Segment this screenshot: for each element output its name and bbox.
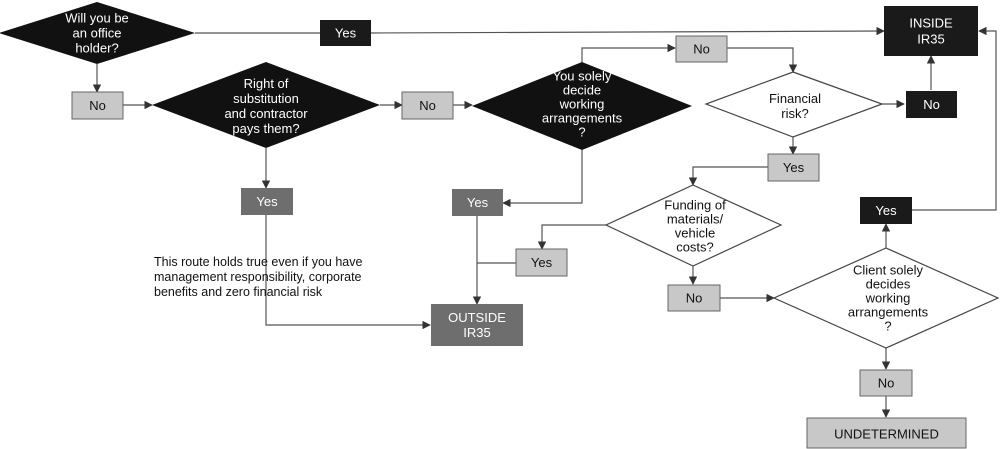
answer-yes-label: Yes [335,26,357,41]
edge-no-to-financial-risk [727,47,798,73]
answer-no-box: No [906,91,957,118]
answer-no-box: No [675,35,728,63]
answer-no-label: No [419,98,436,113]
outcome-undetermined: UNDETERMINED [806,417,967,449]
answer-no-label: No [686,291,703,306]
edge-yes-to-outside [265,215,431,330]
edge-yes-to-inside [370,26,885,36]
answer-yes-label: Yes [875,203,897,218]
answer-yes-label: Yes [531,255,553,270]
answer-no-label: No [89,98,106,113]
answer-no-box: No [71,91,124,120]
edge-funding-to-yes [537,224,606,250]
edge-solely-decide-to-no [581,43,676,62]
edge-solely-decide-to-yes [502,150,583,208]
answer-no-box: No [859,369,913,397]
answer-no-label: No [923,97,940,112]
answer-yes-box: Yes [767,153,820,182]
answer-yes-box: Yes [241,188,293,215]
answer-no-box: No [667,284,721,312]
answer-no-label: No [878,376,895,391]
answer-yes-box: Yes [452,189,503,216]
answer-yes-box: Yes [860,197,912,224]
answer-no-label: No [693,42,710,57]
answer-yes-label: Yes [467,195,489,210]
answer-yes-box: Yes [320,20,371,46]
edge-yes-to-inside-loop [912,26,997,211]
edge-yes-to-funding [688,166,768,186]
answer-yes-label: Yes [256,194,278,209]
answer-no-box: No [401,91,454,120]
answer-yes-label: Yes [783,160,805,175]
answer-yes-box: Yes [515,248,568,277]
outcome-undetermined-label: UNDETERMINED [834,427,939,442]
